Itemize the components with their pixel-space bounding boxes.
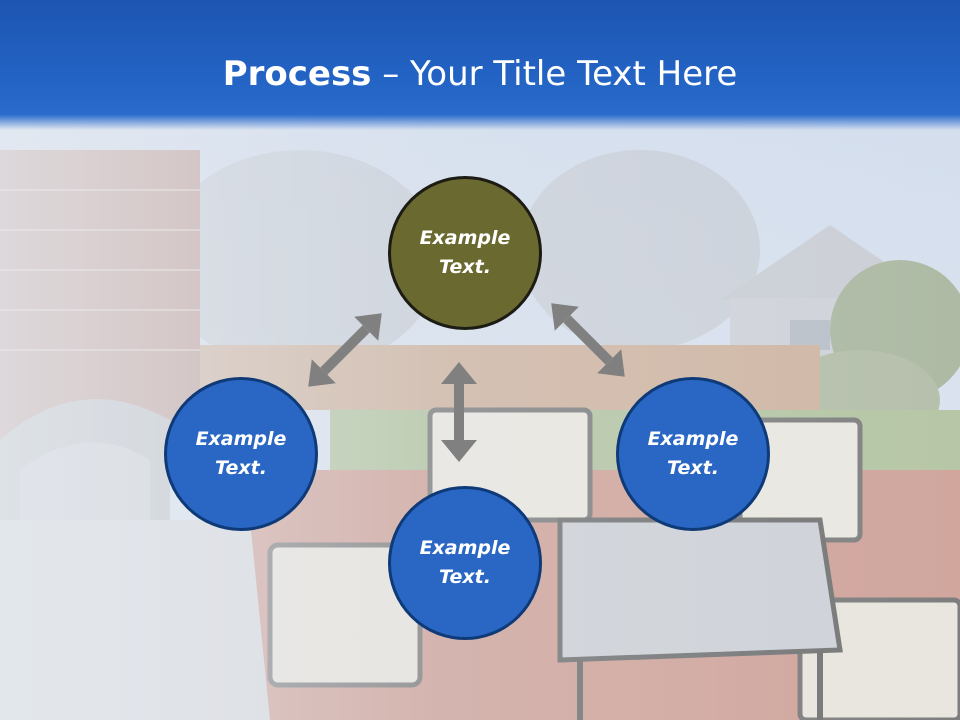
arrow-vertical: [441, 362, 477, 462]
process-node-right[interactable]: Example Text.: [616, 377, 770, 531]
process-node-bottom[interactable]: Example Text.: [388, 486, 542, 640]
node-top-text: Example Text.: [419, 227, 511, 278]
node-right-text: Example Text.: [647, 428, 739, 479]
slide-title: Process – Your Title Text Here: [0, 52, 960, 96]
title-rest: – Your Title Text Here: [371, 54, 738, 94]
title-bold: Process: [222, 54, 372, 94]
process-node-left[interactable]: Example Text.: [164, 377, 318, 531]
node-bottom-text: Example Text.: [419, 537, 511, 588]
arrow-top-left: [308, 313, 382, 387]
title-band: [0, 0, 960, 130]
process-node-top[interactable]: Example Text.: [388, 176, 542, 330]
arrow-top-right: [551, 303, 625, 377]
node-left-text: Example Text.: [195, 428, 287, 479]
